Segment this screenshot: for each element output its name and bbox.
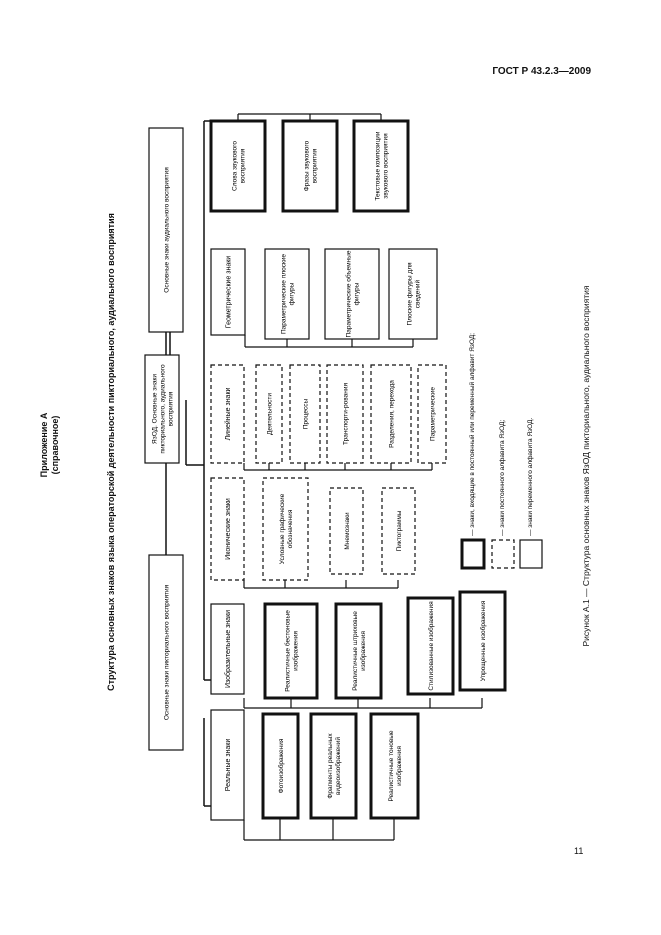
audial-item-2-box xyxy=(352,119,410,213)
linear-box xyxy=(210,364,245,464)
linear-item-3-label: Разделения, перехода xyxy=(388,380,395,448)
geometric-item-0-box xyxy=(264,248,310,340)
linear-item-0-box xyxy=(255,364,283,464)
pictorial-item-2-label: Стилизованные изображения xyxy=(427,601,435,691)
audial-item-0-box xyxy=(209,119,267,213)
linear-item-2-label: Транспорти-рования xyxy=(342,383,349,446)
geometric-box xyxy=(210,248,246,336)
legend-dashed-box xyxy=(491,539,515,569)
audial-item-1-label: Фразы звуковоговосприятия xyxy=(303,140,318,191)
audial-signs-label: Основные знаки аудиального восприятия xyxy=(163,167,170,293)
pictorial-item-3-label: Упрощенные изображения xyxy=(479,600,487,681)
real-item-2-label: Реалистичные тоновыеизображения xyxy=(388,730,403,801)
audial-signs-box xyxy=(148,127,184,333)
legend-text-0: — знаки, входящие в постоянный или перем… xyxy=(468,333,476,536)
real-item-1-box xyxy=(309,712,358,820)
pictorial-item-2-box xyxy=(406,596,455,696)
linear-item-4-box xyxy=(417,364,447,464)
linear-item-2-box xyxy=(326,364,364,464)
connector-lines xyxy=(165,113,483,841)
linear-item-1-label: Процессы xyxy=(302,399,309,430)
root-signs-box xyxy=(144,354,180,464)
pictorial-signs-label: Основные знаки пикториального восприятия xyxy=(163,584,170,720)
geometric-item-1-label: Параметрические объемныефигуры xyxy=(344,250,360,337)
iconic-box xyxy=(210,477,245,581)
geometric-item-1-box xyxy=(324,248,380,340)
root-signs-label: ЯзОД. Основные знакипикториального, ауди… xyxy=(151,364,174,454)
standard-number: ГОСТ Р 43.2.3—2009 xyxy=(492,66,591,77)
legend-text-2: — знаки переменного алфавита ЯзОД. xyxy=(527,418,534,536)
iconic-item-0-box xyxy=(262,477,309,581)
audial-item-2-label: Текстовые композициизвукового восприятия xyxy=(374,131,389,200)
audial-item-1-box xyxy=(281,119,339,213)
pictorial-item-0-label: Реалистичные бестоновыеизображения xyxy=(283,610,299,692)
iconic-label: Иконические знаки xyxy=(225,498,232,560)
legend-text-1: — знаки постоянного алфавита ЯзОД; xyxy=(499,420,506,536)
pictorial-item-1-label: Реалистичные штриховыеизображения xyxy=(352,611,367,691)
iconic-item-2-label: Пиктограммы xyxy=(396,510,403,551)
legend-bold-box xyxy=(460,538,486,570)
linear-item-4-label: Параметрические xyxy=(429,387,436,441)
figure-caption: Рисунок А.1 — Структура основных знаков … xyxy=(581,285,591,647)
iconic-item-0-label: Условные графическиеобозначения xyxy=(279,493,294,564)
audial-item-0-label: Слова звуковоговосприятия xyxy=(231,141,246,191)
pictorial-signs-box xyxy=(148,554,184,751)
iconic-item-1-label: Мнемознаки xyxy=(344,512,351,550)
real-item-0-box xyxy=(261,712,300,820)
pictorial-group-label: Изобразительные знаки xyxy=(224,610,232,688)
geometric-label: Геометрические знаки xyxy=(225,256,232,328)
pictorial-item-0-box xyxy=(263,602,319,700)
geometric-item-2-box xyxy=(388,248,438,340)
pictorial-item-3-box xyxy=(458,590,507,692)
page-number: 11 xyxy=(574,846,584,856)
real-box xyxy=(210,709,245,821)
iconic-item-2-box xyxy=(381,487,416,575)
real-item-0-label: Фотоизображения xyxy=(277,738,285,793)
linear-item-3-box xyxy=(370,364,412,464)
linear-label: Линейные знаки xyxy=(224,387,232,440)
geometric-item-2-label: Плоские фигуры длясведений xyxy=(406,262,421,326)
real-label: Реальные знаки xyxy=(225,739,232,792)
pictorial-group-box xyxy=(210,603,245,695)
diagram-boxes: ЯзОД. Основные знакипикториального, ауди… xyxy=(144,119,543,821)
geometric-item-0-label: Параметрические плоскиефигуры xyxy=(280,254,295,334)
real-item-2-box xyxy=(369,712,420,820)
iconic-item-1-box xyxy=(329,487,364,575)
linear-item-0-label: Деятельности xyxy=(266,393,273,435)
legend-thin-box xyxy=(519,539,543,569)
linear-item-1-box xyxy=(289,364,321,464)
real-item-1-label: Фрагменты реальныхвидеоизображений xyxy=(327,733,342,799)
pictorial-item-1-box xyxy=(334,602,383,700)
